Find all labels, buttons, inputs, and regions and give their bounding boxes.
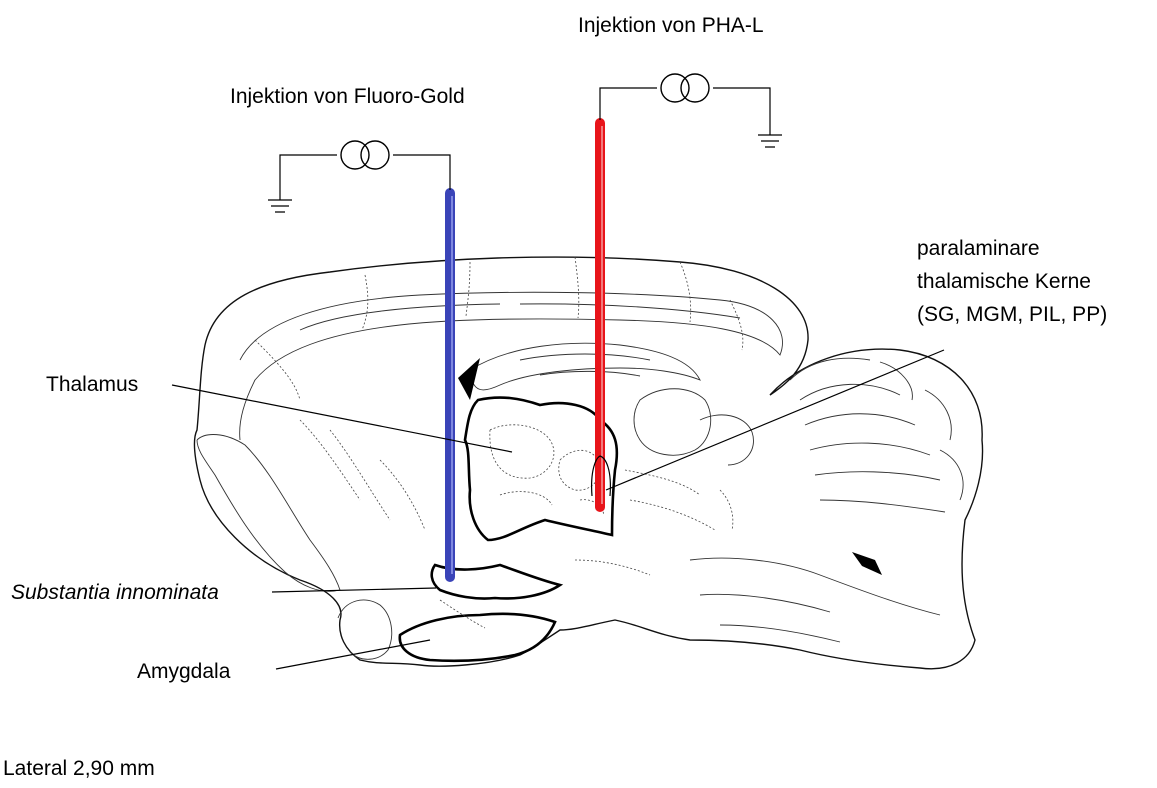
pha-l-injection-label: Injektion von PHA-L (578, 13, 764, 38)
cortex-segments (255, 257, 743, 400)
fluoro-gold-injection-label: Injektion von Fluoro-Gold (230, 84, 465, 109)
paralaminar-label-line3: (SG, MGM, PIL, PP) (917, 302, 1107, 327)
frontal-lobe (197, 435, 340, 592)
thalamus-leader (172, 385, 512, 452)
lateral-coordinate-label: Lateral 2,90 mm (3, 756, 155, 781)
amygdala-label: Amygdala (137, 659, 230, 684)
paralaminar-label-line2: thalamische Kerne (917, 269, 1091, 294)
brain-outline (194, 257, 982, 669)
ground-icon (268, 200, 292, 212)
cerebellum-folia (880, 362, 963, 500)
fluoro-gold-wire (280, 155, 450, 200)
thalamus-label: Thalamus (46, 372, 138, 397)
amygdala-region (400, 614, 555, 661)
current-source-icon-4 (681, 74, 709, 102)
amygdala-leader (276, 640, 430, 669)
substantia-innominata-label: Substantia innominata (11, 580, 219, 605)
ground-icon-2 (758, 135, 782, 147)
hippocampus-inner (520, 354, 650, 376)
brainstem (690, 558, 940, 642)
cortex-boundary (240, 292, 783, 440)
pha-l-wire (600, 88, 770, 135)
cortex-layer (300, 304, 740, 330)
hippocampus (470, 343, 700, 390)
midbrain-lines (625, 470, 733, 530)
paralaminar-label-line1: paralaminare (917, 236, 1040, 261)
thalamus-nuclei (490, 425, 604, 515)
olfactory-bulb (338, 600, 392, 659)
paralaminar-leader (606, 350, 944, 490)
brainstem-dark (852, 552, 882, 575)
thalamus-region (465, 398, 617, 540)
substantia-leader (272, 588, 436, 592)
current-source-icon-2 (361, 141, 389, 169)
ventricle-dark (458, 358, 480, 400)
